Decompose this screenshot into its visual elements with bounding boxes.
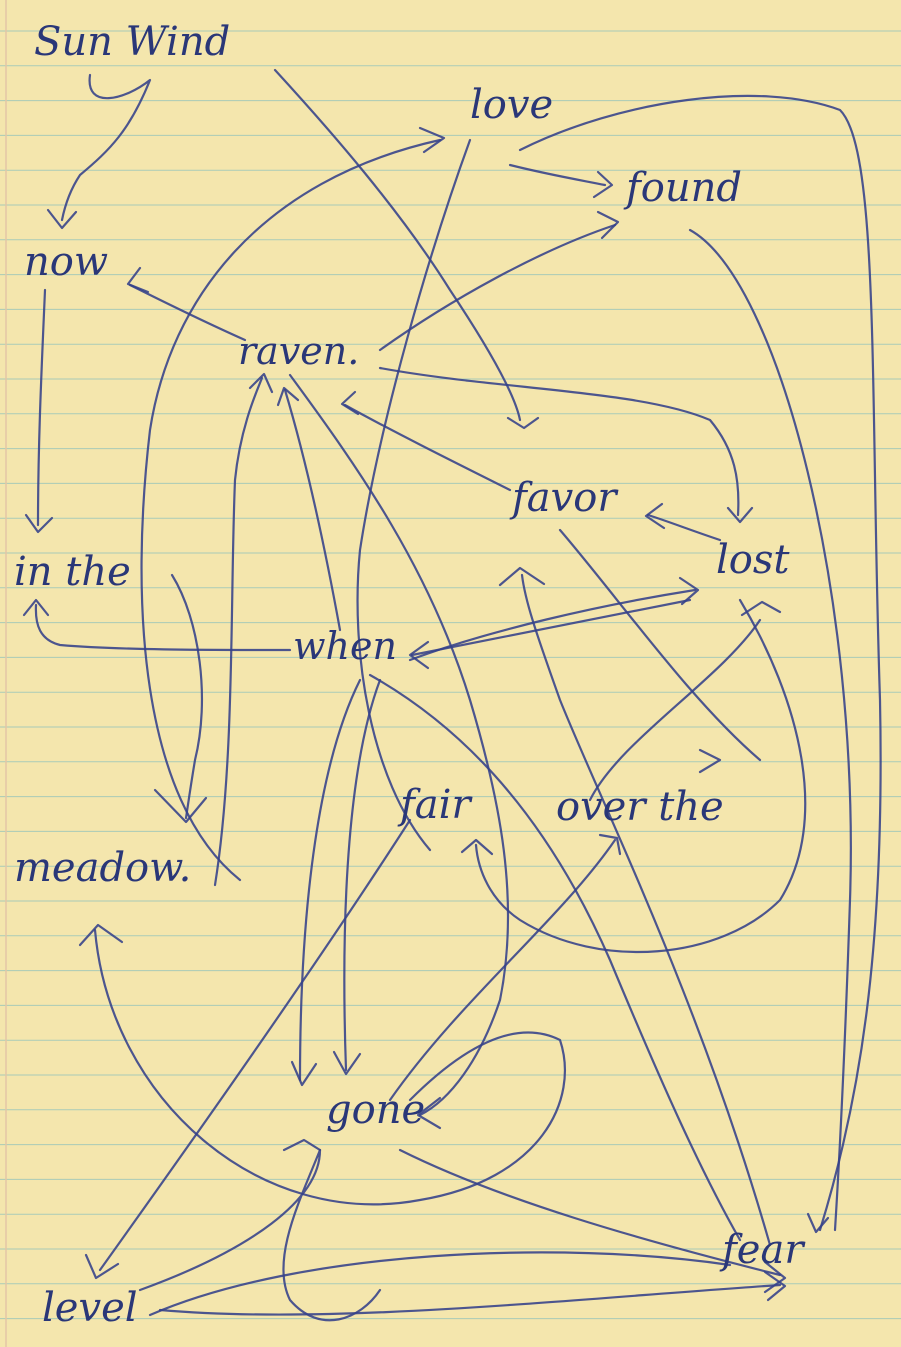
arrow-raven-to-found <box>378 223 617 352</box>
word-found: found <box>626 165 743 211</box>
arrowhead-icon <box>763 1260 787 1294</box>
arrowhead-icon <box>678 576 700 606</box>
word-gone: gone <box>326 1087 426 1133</box>
arrowhead-icon <box>598 833 622 856</box>
arrow-meadow-to-gone-loop <box>93 928 566 1206</box>
arrow-now-to-in-the <box>36 288 47 527</box>
word-in-the: in the <box>14 549 131 595</box>
arrowhead-icon <box>290 1060 318 1087</box>
arrowhead-icon <box>498 566 546 587</box>
arrow-raven-to-gone <box>288 373 510 1117</box>
arrowhead-icon <box>46 208 78 230</box>
arrow-favor-to-raven <box>343 403 512 492</box>
word-meadow: meadow. <box>14 845 192 891</box>
arrow-meadow-to-love <box>140 138 442 882</box>
arrow-fear-to-level <box>148 1251 732 1317</box>
arrow-love-to-fair <box>356 138 472 852</box>
arrow-raven-to-now <box>128 283 247 342</box>
arrowhead-icon <box>806 1212 830 1234</box>
arrowhead-icon <box>153 788 208 824</box>
arrowhead-icon <box>592 170 614 199</box>
word-lost: lost <box>716 537 790 583</box>
arrow-fear-to-favor <box>520 573 772 1247</box>
arrowhead-icon <box>84 1253 120 1280</box>
arrow-lost-to-fair-loop <box>474 598 807 954</box>
arrow-sun-wind-to-now <box>60 73 152 222</box>
word-now: now <box>24 239 109 285</box>
arrow-when-to-raven <box>283 388 342 632</box>
arrowhead-icon <box>763 1270 787 1302</box>
arrow-lost-to-when <box>410 598 692 657</box>
arrowhead-icon <box>408 640 430 670</box>
arrowhead-icon <box>22 598 50 617</box>
arrowhead-icon <box>596 210 620 240</box>
arrow-when-to-in-the <box>34 603 292 652</box>
arrow-when-lower-to-fear <box>368 673 742 1242</box>
arrowhead-icon <box>276 386 300 407</box>
word-level: level <box>42 1285 138 1331</box>
arrowhead-icon <box>726 506 754 524</box>
arrow-love-to-fear <box>518 94 882 1232</box>
arrowhead-icon <box>332 1050 362 1076</box>
arrowhead-icon <box>126 266 150 294</box>
word-when: when <box>293 624 397 668</box>
word-love: love <box>470 82 554 128</box>
arrowhead-icon <box>418 126 446 154</box>
arrow-over-the-to-lost <box>588 618 762 802</box>
word-sun-wind: Sun Wind <box>34 19 231 65</box>
arrowhead-icon <box>282 1138 322 1152</box>
arrowhead-icon <box>506 416 540 430</box>
arrowhead-icon <box>78 923 124 947</box>
arrow-favor-to-gone <box>558 528 762 762</box>
word-fair: fair <box>400 782 471 828</box>
arrow-level-to-gone <box>138 1148 382 1322</box>
arrow-when-to-gone <box>298 678 362 1082</box>
arrowhead-icon <box>416 1096 442 1130</box>
connector-arrows <box>22 68 882 1322</box>
arrow-lost-to-favor <box>646 513 722 542</box>
word-favor: favor <box>512 475 617 521</box>
arrow-level-to-fear <box>158 1283 782 1316</box>
arrow-meadow-to-raven <box>213 376 264 887</box>
arrow-love-to-found <box>508 163 607 187</box>
arrowhead-icon <box>460 838 494 856</box>
word-raven: raven. <box>238 329 360 373</box>
arrowhead-icon <box>740 600 782 617</box>
arrow-raven-to-lost <box>378 366 740 517</box>
arrow-found-to-fear <box>688 228 852 1232</box>
arrowhead-icon <box>340 390 360 416</box>
arrow-in-the-to-meadow <box>170 573 203 820</box>
arrowhead-icon <box>698 748 722 774</box>
word-fear: fear <box>722 1227 804 1273</box>
arrow-gone-to-fear <box>398 1148 782 1277</box>
arrow-gone-to-over-the <box>388 838 617 1102</box>
arrowhead-icon <box>644 502 666 530</box>
arrowhead-icon <box>24 513 54 534</box>
word-over-the: over the <box>556 784 724 830</box>
arrow-fair-to-level <box>98 818 412 1272</box>
arrowhead-icon <box>248 372 274 394</box>
